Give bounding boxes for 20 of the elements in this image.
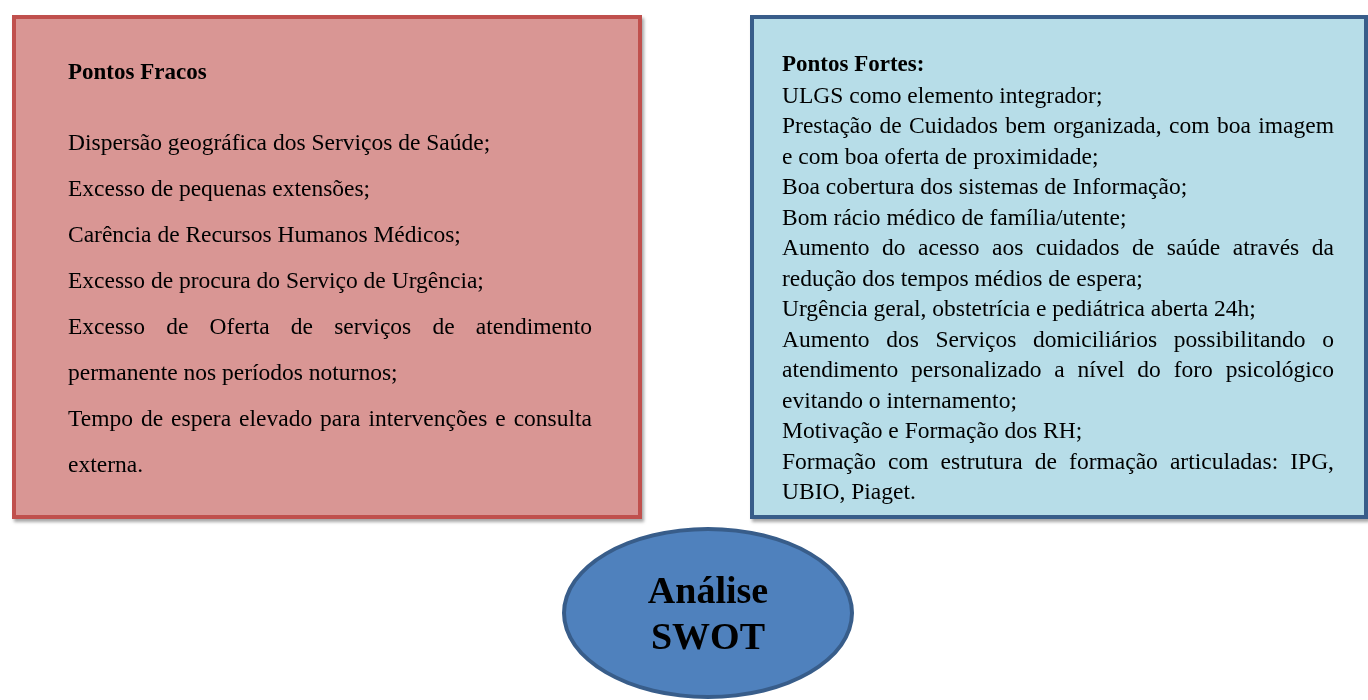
list-item: Bom rácio médico de família/utente;: [782, 202, 1128, 232]
list-item: Urgência geral, obstetrícia e pediátrica aberta 24h;: [782, 294, 1257, 323]
list-item: Tempo de espera elevado para intervenções e consulta externa.: [68, 404, 592, 479]
list-item: Boa cobertura dos sistemas de Informação;: [782, 172, 1189, 201]
list-item: Dispersão geográfica dos Serviços de Saúde;: [68, 128, 492, 157]
list-item: Prestação de Cuidados bem organizada, com boa imagem e com boa oferta de proximidade;: [782, 111, 1334, 171]
list-item: Excesso de procura do Serviço de Urgência;: [68, 266, 485, 295]
list-item: Aumento do acesso aos cuidados de saúde através da redução dos tempos médios de espera;: [782, 233, 1334, 293]
panel-heading: Pontos Fracos: [68, 58, 208, 86]
text-panel: [750, 15, 1368, 519]
list-item: Formação com estrutura de formação articuladas: IPG, UBIO, Piaget.: [782, 446, 1334, 506]
panel-heading: Pontos Fortes:: [782, 50, 926, 78]
list-item: ULGS como elemento integrador;: [782, 80, 1104, 110]
list-item: Aumento dos Serviços domiciliários possibilitando o atendimento personalizado a nível do foro psicológico evitando o internamento;: [782, 324, 1334, 415]
list-item: Excesso de pequenas extensões;: [68, 174, 372, 203]
text-panel: [12, 15, 642, 519]
list-item: Carência de Recursos Humanos Médicos;: [68, 220, 462, 249]
ellipse-label: Análise SWOT: [646, 568, 770, 659]
list-item: Motivação e Formação dos RH;: [782, 416, 1084, 445]
list-item: Excesso de Oferta de serviços de atendimento permanente nos períodos noturnos;: [68, 312, 592, 387]
